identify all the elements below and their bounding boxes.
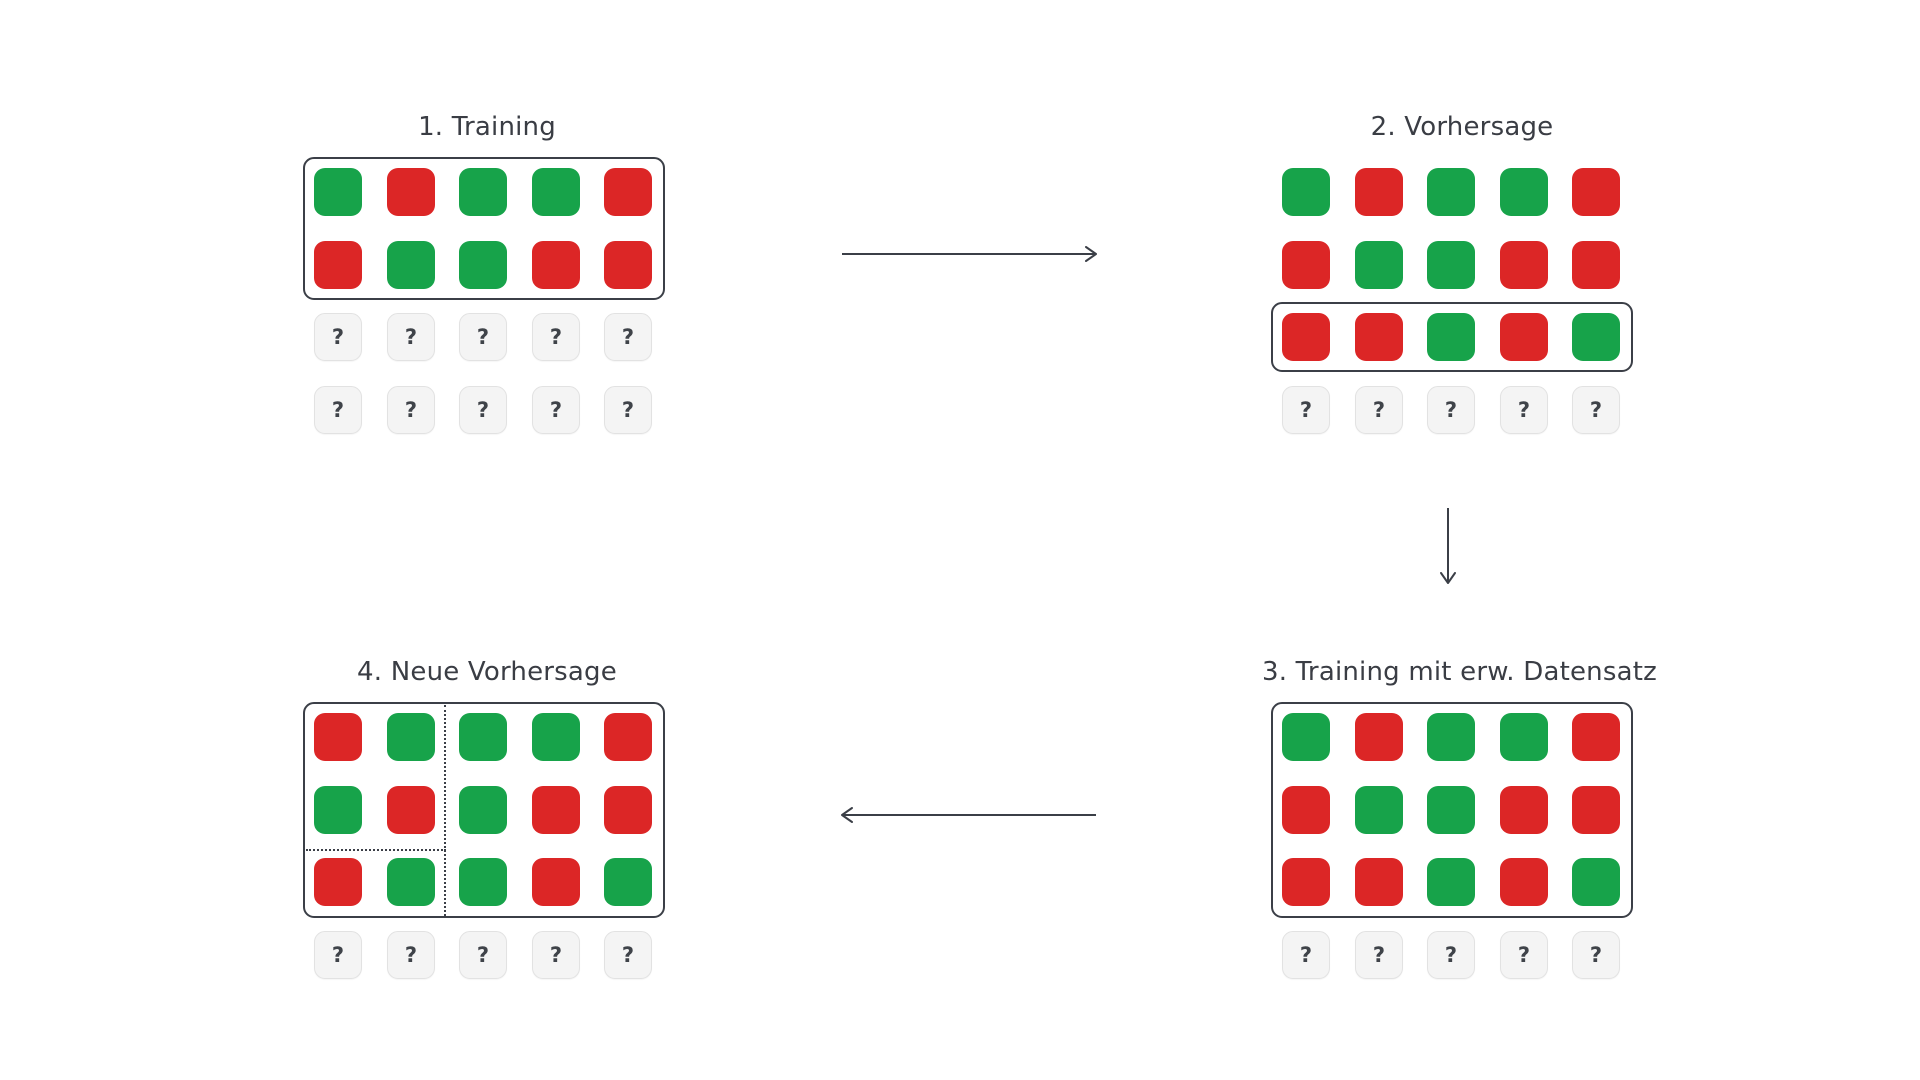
panel-title: 4. Neue Vorhersage bbox=[357, 657, 617, 687]
green-cell bbox=[314, 168, 362, 216]
selection-frame bbox=[1271, 702, 1633, 918]
unknown-cell: ? bbox=[532, 313, 580, 361]
red-cell bbox=[1572, 168, 1620, 216]
unknown-cell: ? bbox=[1572, 931, 1620, 979]
unknown-cell: ? bbox=[1355, 931, 1403, 979]
split-divider-horizontal bbox=[306, 849, 446, 851]
unknown-cell: ? bbox=[387, 931, 435, 979]
selection-frame bbox=[303, 702, 665, 918]
green-cell bbox=[532, 168, 580, 216]
unknown-cell: ? bbox=[459, 931, 507, 979]
red-cell bbox=[604, 241, 652, 289]
green-cell bbox=[1355, 241, 1403, 289]
red-cell bbox=[1572, 241, 1620, 289]
red-cell bbox=[387, 786, 435, 834]
panel-title: 2. Vorhersage bbox=[1370, 112, 1554, 142]
unknown-cell: ? bbox=[604, 931, 652, 979]
red-cell bbox=[1572, 786, 1620, 834]
unknown-cell: ? bbox=[314, 931, 362, 979]
green-cell bbox=[459, 786, 507, 834]
red-cell bbox=[604, 713, 652, 761]
green-cell bbox=[1282, 168, 1330, 216]
green-cell bbox=[1355, 786, 1403, 834]
red-cell bbox=[1355, 858, 1403, 906]
unknown-cell: ? bbox=[1355, 386, 1403, 434]
red-cell bbox=[1282, 786, 1330, 834]
unknown-cell: ? bbox=[532, 931, 580, 979]
red-cell bbox=[604, 168, 652, 216]
green-cell bbox=[387, 858, 435, 906]
unknown-cell: ? bbox=[1572, 386, 1620, 434]
unknown-cell: ? bbox=[1500, 931, 1548, 979]
selection-frame bbox=[303, 157, 665, 300]
red-cell bbox=[1282, 858, 1330, 906]
unknown-cell: ? bbox=[532, 386, 580, 434]
unknown-cell: ? bbox=[387, 313, 435, 361]
unknown-cell: ? bbox=[459, 313, 507, 361]
green-cell bbox=[1282, 713, 1330, 761]
red-cell bbox=[1500, 241, 1548, 289]
panel-title: 1. Training bbox=[418, 112, 556, 142]
unknown-cell: ? bbox=[1427, 386, 1475, 434]
red-cell bbox=[1355, 168, 1403, 216]
unknown-cell: ? bbox=[1500, 386, 1548, 434]
unknown-cell: ? bbox=[387, 386, 435, 434]
green-cell bbox=[387, 713, 435, 761]
green-cell bbox=[387, 241, 435, 289]
red-cell bbox=[314, 858, 362, 906]
green-cell bbox=[1427, 241, 1475, 289]
green-cell bbox=[1572, 858, 1620, 906]
red-cell bbox=[1500, 786, 1548, 834]
green-cell bbox=[459, 241, 507, 289]
red-cell bbox=[532, 786, 580, 834]
red-cell bbox=[314, 713, 362, 761]
red-cell bbox=[314, 241, 362, 289]
green-cell bbox=[1427, 858, 1475, 906]
unknown-cell: ? bbox=[1282, 386, 1330, 434]
arrow-right-icon bbox=[842, 246, 1097, 262]
arrow-left-icon bbox=[841, 807, 1096, 823]
unknown-cell: ? bbox=[314, 386, 362, 434]
red-cell bbox=[1282, 241, 1330, 289]
green-cell bbox=[604, 858, 652, 906]
red-cell bbox=[1355, 713, 1403, 761]
red-cell bbox=[532, 241, 580, 289]
green-cell bbox=[1427, 713, 1475, 761]
red-cell bbox=[532, 858, 580, 906]
red-cell bbox=[1500, 858, 1548, 906]
green-cell bbox=[459, 168, 507, 216]
split-divider-vertical bbox=[444, 705, 446, 916]
green-cell bbox=[532, 713, 580, 761]
green-cell bbox=[1500, 713, 1548, 761]
arrow-down-icon bbox=[1440, 508, 1456, 584]
green-cell bbox=[1427, 168, 1475, 216]
red-cell bbox=[1282, 313, 1330, 361]
selection-frame bbox=[1271, 302, 1633, 372]
red-cell bbox=[387, 168, 435, 216]
green-cell bbox=[1427, 786, 1475, 834]
unknown-cell: ? bbox=[314, 313, 362, 361]
unknown-cell: ? bbox=[1427, 931, 1475, 979]
green-cell bbox=[1500, 168, 1548, 216]
green-cell bbox=[314, 786, 362, 834]
red-cell bbox=[604, 786, 652, 834]
red-cell bbox=[1500, 313, 1548, 361]
green-cell bbox=[1572, 313, 1620, 361]
green-cell bbox=[459, 858, 507, 906]
panel-title: 3. Training mit erw. Datensatz bbox=[1262, 657, 1657, 687]
green-cell bbox=[459, 713, 507, 761]
green-cell bbox=[1427, 313, 1475, 361]
unknown-cell: ? bbox=[459, 386, 507, 434]
unknown-cell: ? bbox=[1282, 931, 1330, 979]
unknown-cell: ? bbox=[604, 386, 652, 434]
red-cell bbox=[1572, 713, 1620, 761]
red-cell bbox=[1355, 313, 1403, 361]
unknown-cell: ? bbox=[604, 313, 652, 361]
